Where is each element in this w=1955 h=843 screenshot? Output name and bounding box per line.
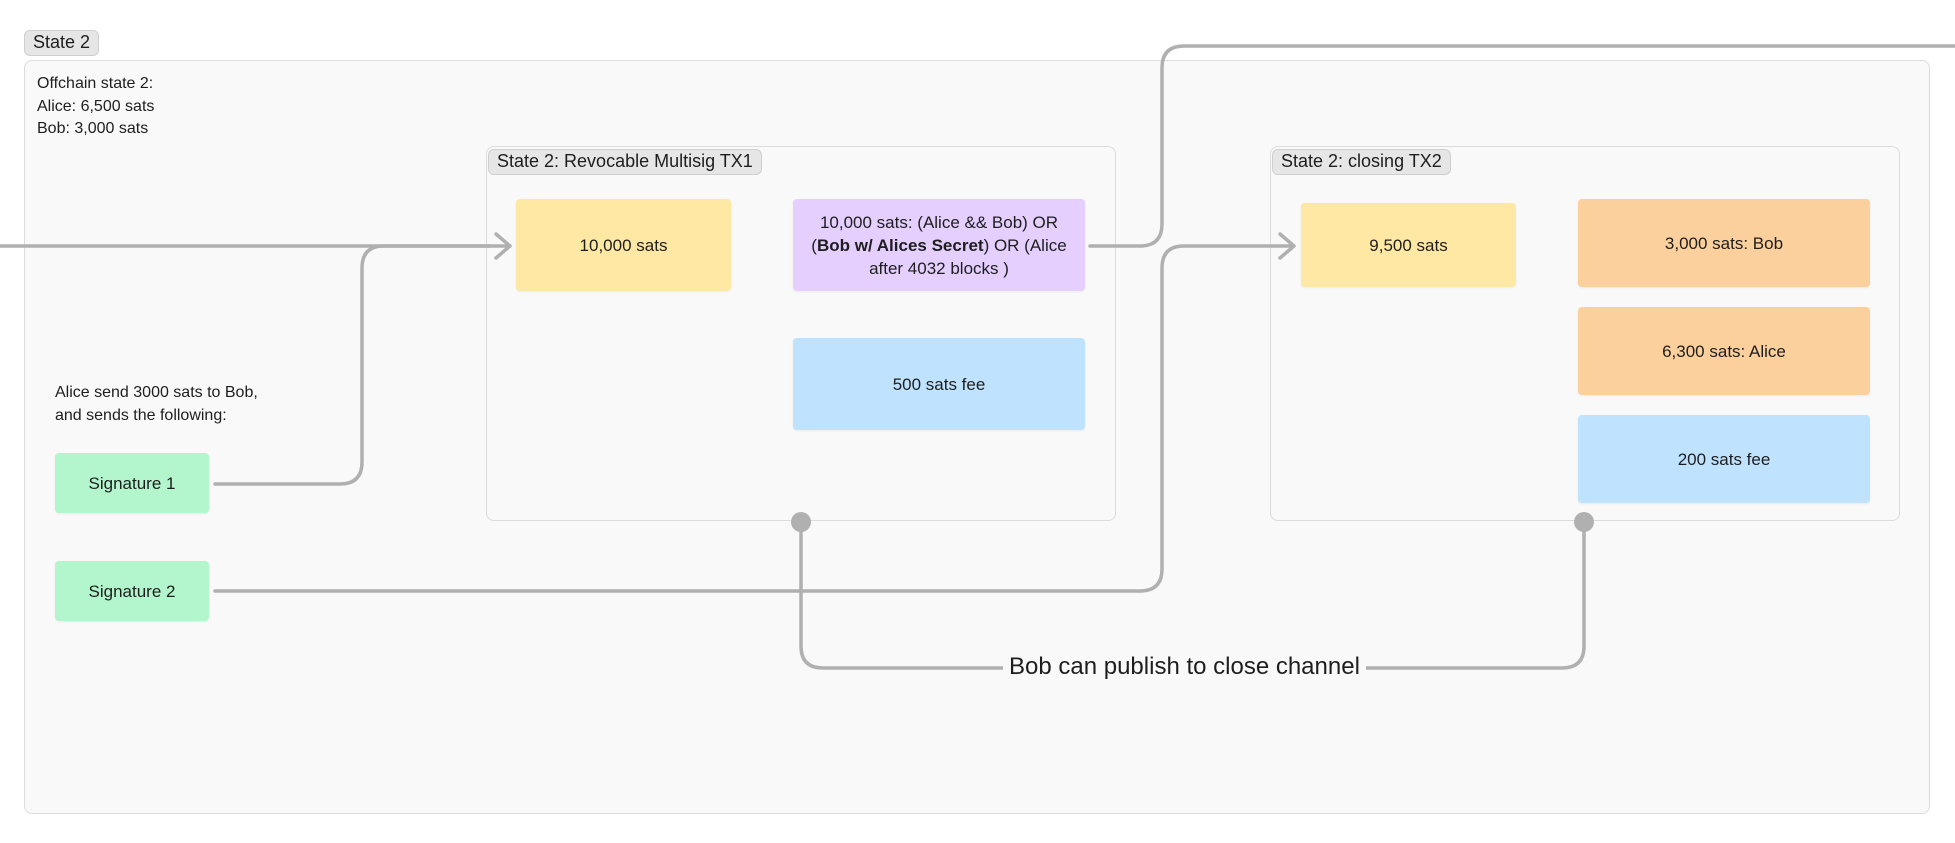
alice-send-note: Alice send 3000 sats to Bob, and sends t…: [55, 384, 258, 424]
tx2-input-note: 9,500 sats: [1301, 203, 1516, 287]
signature-2-note: Signature 2: [55, 561, 209, 621]
tx2-output-alice-note: 6,300 sats: Alice: [1578, 307, 1870, 395]
tx1-output-note: 10,000 sats: (Alice && Bob) OR (Bob w/ A…: [793, 199, 1085, 291]
tx2-output-bob-note: 3,000 sats: Bob: [1578, 199, 1870, 287]
tx2-tag: State 2: closing TX2: [1272, 149, 1451, 175]
offchain-state-text: Offchain state 2: Alice: 6,500 sats Bob:…: [37, 75, 155, 137]
publish-label: Bob can publish to close channel: [1003, 652, 1366, 682]
tx1-output-text: 10,000 sats: (Alice && Bob) OR (Bob w/ A…: [811, 212, 1067, 278]
tx1-tag: State 2: Revocable Multisig TX1: [488, 149, 762, 175]
tx1-input-note: 10,000 sats: [516, 199, 731, 291]
tx1-fee-note: 500 sats fee: [793, 338, 1085, 430]
signature-1-note: Signature 1: [55, 453, 209, 513]
tx2-fee-note: 200 sats fee: [1578, 415, 1870, 503]
state-2-tag: State 2: [24, 30, 100, 56]
